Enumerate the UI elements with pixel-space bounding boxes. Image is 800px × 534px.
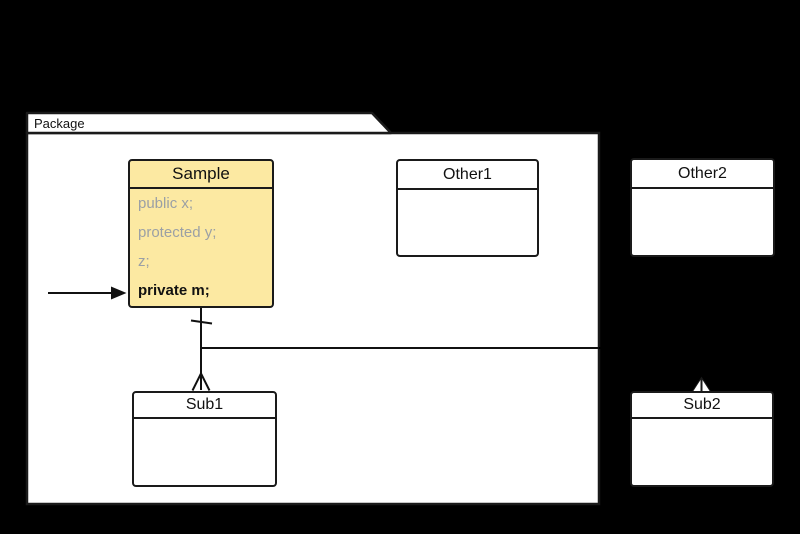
class-body-sub2 bbox=[632, 419, 772, 485]
one-tick-icon bbox=[190, 319, 213, 325]
class-box-sub2[interactable]: Sub2 bbox=[630, 391, 774, 487]
member-private-m[interactable]: private m; bbox=[138, 282, 210, 299]
class-body-other1 bbox=[398, 190, 537, 255]
connector-branch-sub2-hidden bbox=[599, 347, 703, 377]
class-title-other1: Other1 bbox=[398, 161, 537, 190]
class-box-other1[interactable]: Other1 bbox=[396, 159, 539, 257]
pointer-arrowhead-icon bbox=[111, 286, 127, 300]
class-title-other2: Other2 bbox=[632, 160, 773, 189]
class-title-sub2: Sub2 bbox=[632, 393, 772, 419]
class-members-sample: public x; protected y; z; private m; bbox=[130, 189, 272, 306]
class-box-sub1[interactable]: Sub1 bbox=[132, 391, 277, 487]
member-protected-y[interactable]: protected y; bbox=[138, 224, 217, 241]
class-title-sub1: Sub1 bbox=[134, 393, 275, 419]
member-z[interactable]: z; bbox=[138, 253, 150, 270]
class-title-sample: Sample bbox=[130, 161, 272, 189]
package-label: Package bbox=[34, 116, 85, 131]
class-body-other2 bbox=[632, 189, 773, 255]
crow-foot-arrowhead-sub1-icon bbox=[191, 373, 211, 391]
class-box-sample[interactable]: Sample public x; protected y; z; private… bbox=[128, 159, 274, 308]
arrowhead-sub2-icon bbox=[691, 376, 712, 392]
class-body-sub1 bbox=[134, 419, 275, 485]
class-box-other2[interactable]: Other2 bbox=[630, 158, 775, 257]
member-public-x[interactable]: public x; bbox=[138, 195, 194, 212]
